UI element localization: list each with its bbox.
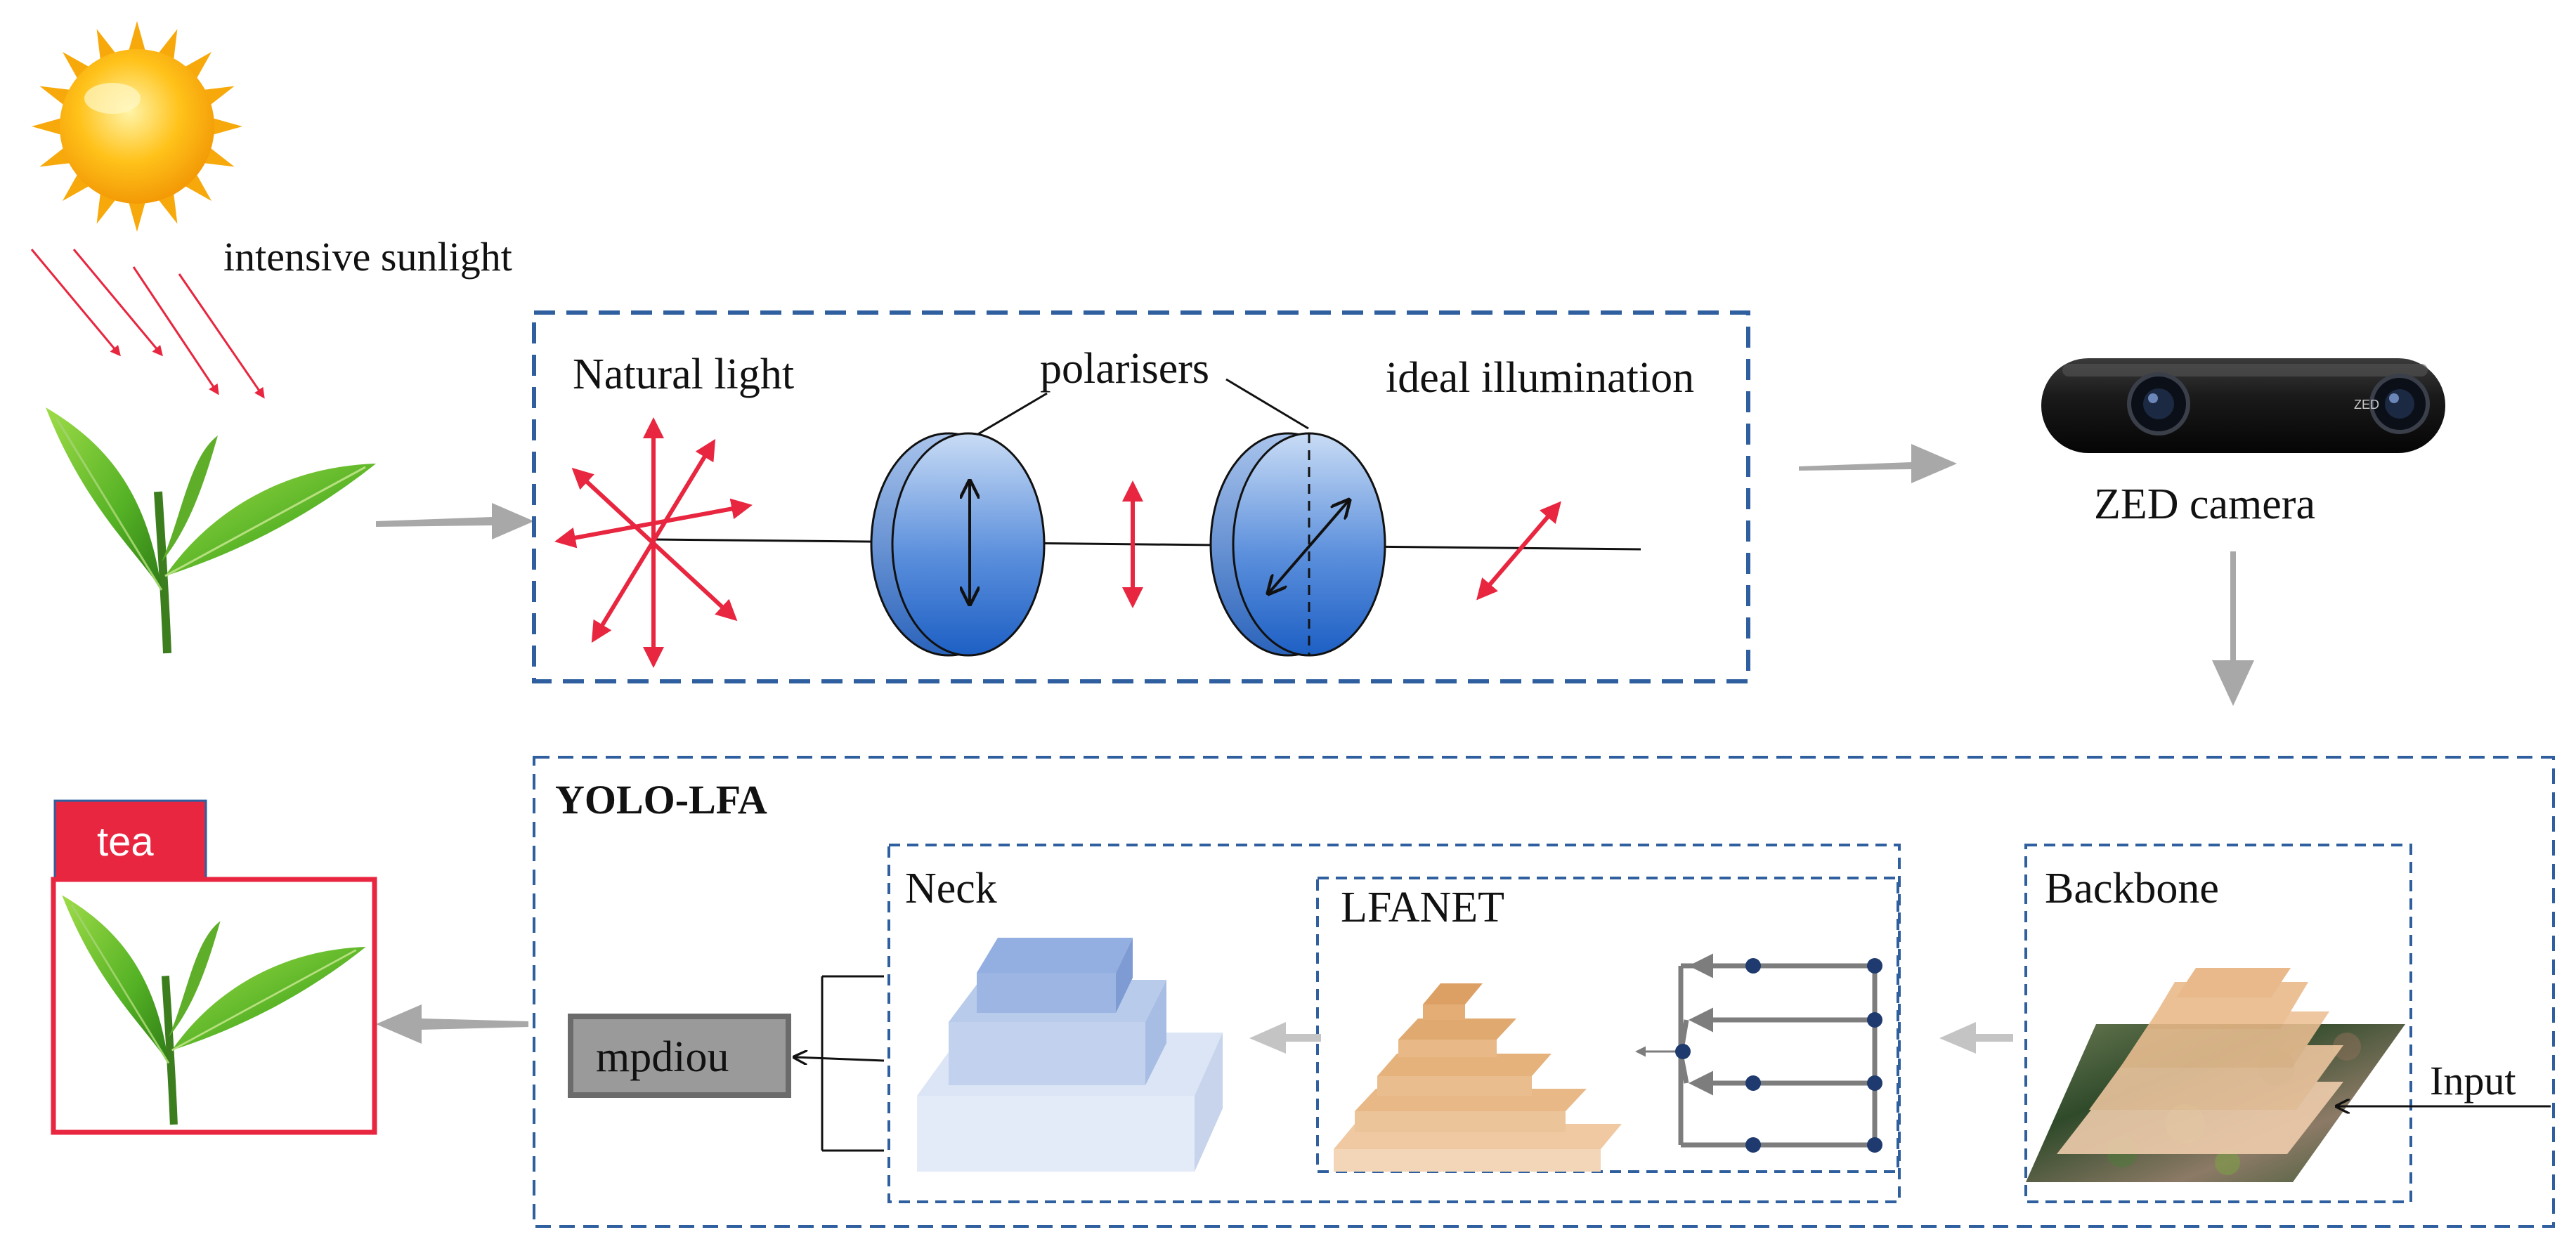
model-title: YOLO-LFA	[555, 777, 767, 823]
flow-arrow-leaf-to-optics	[376, 503, 534, 539]
tea-leaf-icon	[46, 407, 376, 654]
yolo-lfa-frame	[533, 756, 2555, 1228]
sunlight-label: intensive sunlight	[223, 234, 512, 280]
loss-label: mpdiou	[596, 1033, 729, 1081]
polarisers-label: polarisers	[1040, 345, 1209, 393]
polariser-1	[870, 432, 1046, 657]
lfanet-nodes	[1675, 958, 1882, 1153]
ideal-illumination-label: ideal illumination	[1386, 354, 1694, 402]
neck-feature-stack	[917, 938, 1223, 1172]
flow-arrow-lfanet-to-neck	[1249, 1022, 1321, 1054]
detection-label-tag	[53, 799, 207, 881]
neck-label: Neck	[905, 865, 997, 912]
backbone-feature-stack	[2057, 968, 2343, 1154]
flow-arrow-camera-down	[2212, 551, 2254, 706]
input-label: Input	[2430, 1058, 2516, 1103]
loss-box	[568, 1014, 791, 1098]
optics-frame	[532, 310, 1750, 683]
camera-label: ZED camera	[2094, 480, 2315, 528]
sun-icon	[32, 21, 242, 232]
natural-light-arrows	[554, 417, 753, 668]
detection-class-label: tea	[97, 819, 154, 865]
sunlight-rays	[30, 249, 265, 399]
lfanet-feature-stack	[1334, 983, 1622, 1172]
tea-leaf-icon	[62, 895, 366, 1125]
polariser-leader-left	[972, 392, 1048, 438]
ideal-illumination-arrow	[1476, 501, 1561, 601]
backbone-label: Backbone	[2045, 865, 2219, 912]
camera-logo: ZED	[2354, 398, 2379, 412]
neck-frame	[887, 844, 1901, 1203]
lfanet-fusion-graph	[1678, 953, 1878, 1148]
lfanet-label: LFANET	[1341, 884, 1504, 931]
neck-output-bracket	[794, 975, 885, 1152]
flow-arrow-model-to-detection	[376, 1004, 528, 1044]
flow-arrow-backbone-to-lfanet	[1939, 1022, 2013, 1054]
backbone-frame	[2024, 844, 2412, 1203]
natural-light-label: Natural light	[573, 351, 794, 398]
optical-axis	[653, 538, 1641, 551]
polariser-leader-right	[1225, 378, 1309, 430]
polariser-2	[1209, 432, 1386, 657]
stereo-camera-icon: ZED	[2041, 358, 2445, 453]
flow-arrow-optics-to-camera	[1799, 444, 1957, 483]
